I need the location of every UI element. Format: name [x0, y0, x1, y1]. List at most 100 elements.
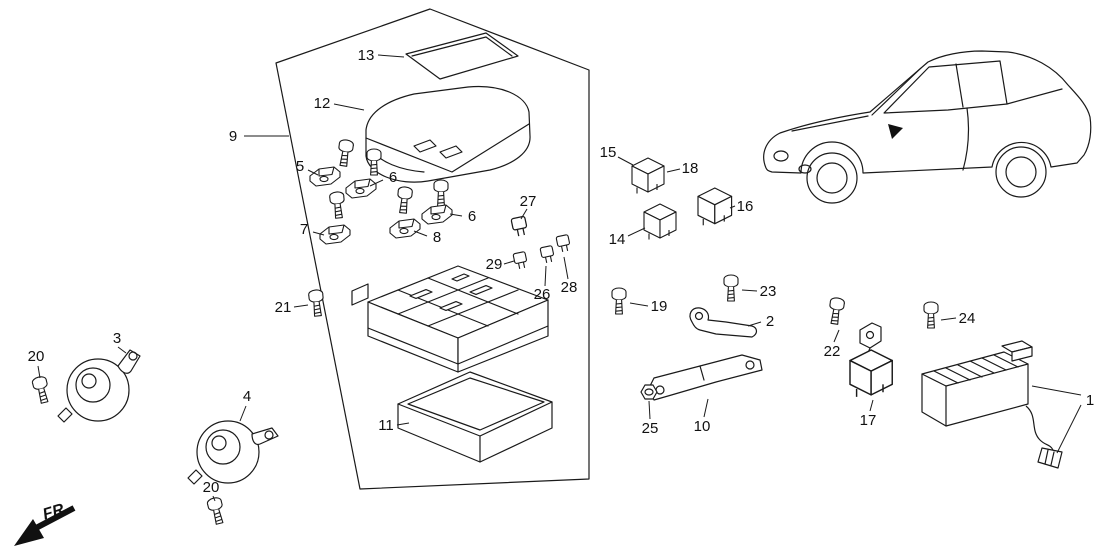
leader-line-29 [503, 260, 515, 265]
fuse-box-body [351, 265, 549, 373]
callout-8: 8 [433, 229, 441, 246]
leader-line-26 [544, 265, 547, 287]
clip-5 [309, 166, 341, 187]
callout-25: 25 [642, 420, 659, 437]
upper-cover-12 [365, 85, 531, 183]
callout-1: 1 [1086, 392, 1094, 409]
bolt-24 [923, 301, 939, 329]
leader-line-23 [741, 289, 758, 292]
leader-line-14 [627, 227, 646, 237]
leader-line-20 [212, 495, 216, 502]
leader-line-3 [117, 346, 127, 354]
leader-line-2 [747, 321, 762, 327]
leader-line-17 [869, 399, 874, 412]
bolt-20-front [30, 374, 52, 405]
bracket-10 [647, 354, 763, 401]
control-unit-1 [921, 340, 1033, 427]
leader-line-20 [37, 365, 41, 379]
car-silhouette [763, 50, 1092, 204]
location-arrow-marker [888, 124, 903, 139]
bolt-21 [307, 288, 326, 318]
callout-16: 16 [737, 198, 754, 215]
clip-6-upper [345, 178, 377, 199]
callout-2: 2 [766, 313, 774, 330]
callout-7: 7 [300, 221, 308, 238]
bolt-cluster-5 [433, 179, 449, 207]
clip-6-lower [421, 204, 453, 225]
horn-4 [187, 420, 279, 485]
leader-line-12 [333, 103, 365, 111]
callout-11: 11 [378, 417, 394, 434]
callout-6: 6 [468, 208, 476, 225]
callout-17: 17 [860, 412, 877, 429]
callout-22: 22 [824, 343, 841, 360]
leader-line-25 [648, 400, 651, 420]
leader-line-13 [377, 54, 405, 58]
callout-27: 27 [520, 193, 537, 210]
callout-6: 6 [389, 169, 397, 186]
leader-line-1 [1031, 385, 1082, 396]
nut-25 [640, 384, 658, 400]
callout-4: 4 [243, 388, 251, 405]
bolt-cluster-1 [335, 138, 355, 168]
callout-28: 28 [561, 279, 578, 296]
leader-line-19 [629, 302, 649, 307]
callout-26: 26 [534, 286, 551, 303]
callout-29: 29 [486, 256, 503, 273]
leader-line-6 [369, 179, 384, 187]
harness-connector-1 [1025, 405, 1063, 469]
callout-20: 20 [203, 479, 220, 496]
bracket-2 [689, 307, 758, 338]
fuse-29 [512, 250, 529, 271]
callout-13: 13 [358, 47, 375, 64]
callout-23: 23 [760, 283, 777, 300]
fuse-26 [539, 244, 556, 265]
fr-arrow [14, 505, 76, 546]
callout-14: 14 [609, 231, 626, 248]
leader-line-22 [833, 329, 840, 343]
callout-12: 12 [314, 95, 331, 112]
relay-17 [849, 322, 893, 398]
assembly-boundary [275, 8, 590, 490]
fuse-28 [555, 233, 572, 254]
leader-line-5 [307, 169, 319, 176]
callout-18: 18 [682, 160, 699, 177]
relay-14 [643, 203, 677, 241]
bolt-23 [723, 274, 739, 302]
leader-line-28 [563, 256, 569, 280]
horn-3 [57, 349, 141, 423]
leader-line-8 [413, 230, 428, 237]
leader-line-18 [666, 168, 681, 173]
cover-sheet-13 [405, 32, 519, 80]
relay-15 [631, 157, 665, 195]
callout-9: 9 [229, 128, 237, 145]
leader-line-6 [449, 213, 463, 217]
bolt-cluster-4 [395, 185, 414, 215]
fr-label: FR. [41, 500, 71, 524]
bolt-22 [826, 296, 846, 326]
callout-5: 5 [296, 158, 304, 175]
callout-24: 24 [959, 310, 976, 327]
leader-line-16 [729, 205, 736, 209]
leader-line-24 [940, 317, 957, 321]
callout-3: 3 [113, 330, 121, 347]
leader-line-4 [239, 405, 247, 422]
fuse-27 [510, 215, 529, 238]
bolt-19 [611, 287, 627, 315]
clip-7 [319, 224, 351, 245]
leader-line-21 [293, 304, 309, 308]
callout-19: 19 [651, 298, 668, 315]
clip-8 [389, 218, 421, 239]
leader-line-11 [396, 422, 410, 426]
leader-line-15 [617, 156, 634, 166]
callout-21: 21 [275, 299, 292, 316]
leader-line-1 [1056, 404, 1082, 454]
leader-line-27 [520, 208, 528, 220]
callout-10: 10 [694, 418, 711, 435]
lower-cover-11 [397, 371, 553, 463]
bolt-cluster-3 [328, 190, 347, 220]
callout-20: 20 [28, 348, 45, 365]
callout-15: 15 [600, 144, 617, 161]
